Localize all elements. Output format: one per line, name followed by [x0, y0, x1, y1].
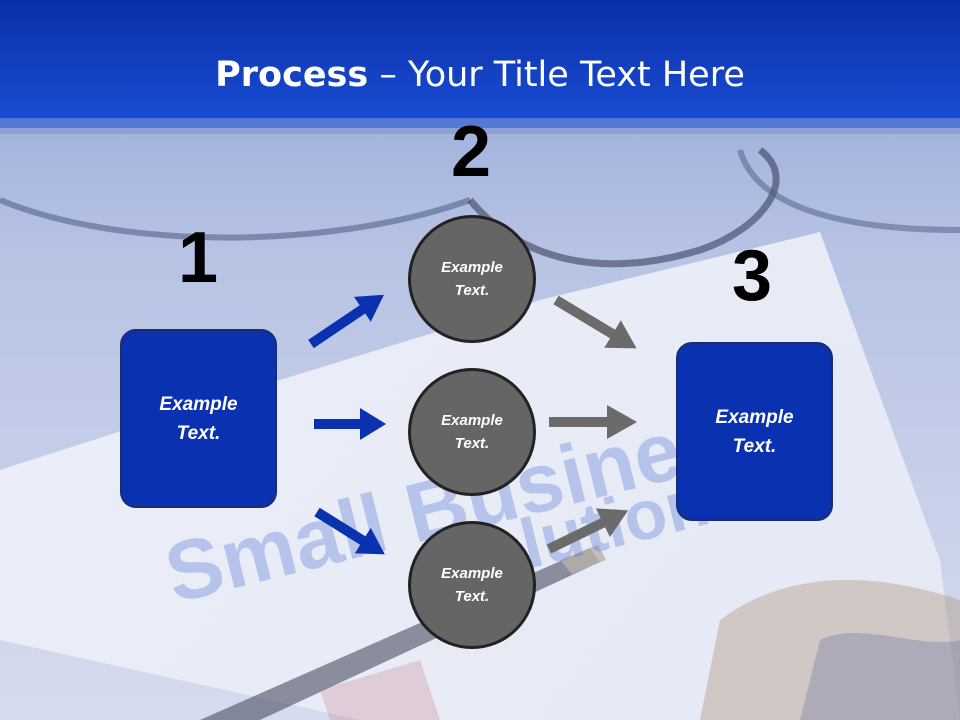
process-circle-middle: Example Text. — [408, 368, 536, 496]
step-number-2: 2 — [451, 112, 492, 192]
process-circle-middle-text: Example Text. — [441, 412, 503, 452]
step-number-3: 3 — [732, 236, 773, 316]
process-box-left-text: Example Text. — [159, 393, 238, 444]
title-rest: – Your Title Text Here — [368, 55, 745, 95]
process-box-right-text: Example Text. — [715, 406, 794, 457]
step-number-1: 1 — [178, 218, 219, 298]
title-bold: Process — [215, 55, 369, 95]
process-box-right: Example Text. — [676, 342, 833, 521]
process-box-left: Example Text. — [120, 329, 277, 508]
process-circle-bottom-text: Example Text. — [441, 565, 503, 605]
process-circle-top: Example Text. — [408, 215, 536, 343]
process-circle-top-text: Example Text. — [441, 259, 503, 299]
process-circle-bottom: Example Text. — [408, 521, 536, 649]
slide-title: Process – Your Title Text Here — [0, 52, 960, 98]
